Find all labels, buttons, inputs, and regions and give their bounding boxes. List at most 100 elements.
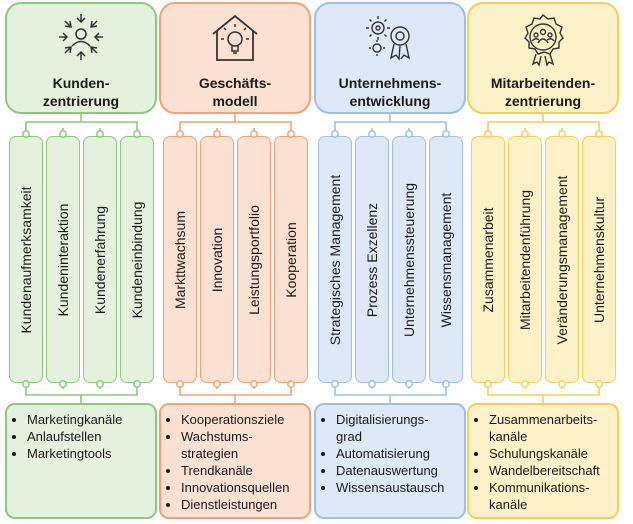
details-item-text: Digitalisierungs- grad (336, 412, 429, 444)
connector-node (22, 130, 30, 138)
connector-node (22, 380, 30, 388)
connector-node (368, 380, 376, 388)
pillar-mitarbeiter-3: Unternehmenskultur (582, 136, 616, 383)
header-title: Kunden- zentrierung (42, 75, 120, 109)
gears-award-icon (361, 12, 419, 73)
header-mitarbeiter: Mitarbeitenden- zentrierung (467, 2, 619, 114)
connector-node (442, 130, 450, 138)
details-item: Dienstleistungen (181, 496, 305, 513)
connector-node (250, 130, 258, 138)
connector-node (176, 130, 184, 138)
connector-node (176, 380, 184, 388)
bottom-connector (25, 389, 138, 403)
details-mitarbeiter: Zusammenarbeits- kanäleSchulungskanäleWa… (467, 403, 619, 519)
details-item-text: Schulungskanäle (489, 446, 589, 461)
connector-node (213, 380, 221, 388)
details-item-text: Innovationsquellen (181, 480, 290, 495)
details-item: Trendkanäle (181, 462, 305, 479)
details-item-text: Marketingkanäle (27, 412, 123, 427)
pillar-kunden-1: Kundeninteraktion (46, 136, 80, 383)
connector-node (405, 130, 413, 138)
details-kunden: MarketingkanäleAnlaufstellenMarketingtoo… (5, 403, 157, 519)
pillar-mitarbeiter-1: Mitarbeitendenführung (508, 136, 542, 383)
pillar-unternehmen-3: Wissensmanagement (429, 136, 463, 383)
details-list: MarketingkanäleAnlaufstellenMarketingtoo… (7, 405, 155, 462)
details-geschaeft: KooperationszieleWachstums- strategienTr… (159, 403, 311, 519)
details-item: Digitalisierungs- grad (336, 411, 460, 445)
connector-node (59, 380, 67, 388)
connector-node (331, 130, 339, 138)
header-title: Mitarbeitenden- zentrierung (490, 75, 596, 109)
connector-node (521, 130, 529, 138)
details-item: Wissensaustausch (336, 479, 460, 496)
pillar-unternehmen-1: Prozess Exzellenz (355, 136, 389, 383)
pillar-geschaeft-1: Innovation (200, 136, 234, 383)
connector-node (287, 130, 295, 138)
connector-node (250, 380, 258, 388)
bottom-connector (334, 389, 447, 403)
connector-node (96, 130, 104, 138)
connector-node (368, 130, 376, 138)
pillar-geschaeft-0: Markttwachsum (163, 136, 197, 383)
details-item-text: Datenauswertung (336, 463, 438, 478)
details-item: Wandelbereitschaft (489, 462, 613, 479)
details-item-text: Automatisierung (336, 446, 430, 461)
connector-node (287, 380, 295, 388)
details-item-text: Wandelbereitschaft (489, 463, 600, 478)
details-item: Datenauswertung (336, 462, 460, 479)
lightbulb-house-icon (206, 12, 264, 73)
pillar-mitarbeiter-2: Veränderungsmanagement (545, 136, 579, 383)
details-item-text: Wissensaustausch (336, 480, 445, 495)
details-item-text: Kommunikations- kanäle (489, 480, 590, 512)
details-item: Wachstums- strategien (181, 428, 305, 462)
details-item: Automatisierung (336, 445, 460, 462)
details-item: Kommunikations- kanäle (489, 479, 613, 513)
connector-node (442, 380, 450, 388)
connector-node (59, 130, 67, 138)
details-item-text: Anlaufstellen (27, 429, 102, 444)
details-item: Marketingtools (27, 445, 151, 462)
connector-node (484, 130, 492, 138)
connector-node (133, 130, 141, 138)
details-item: Zusammenarbeits- kanäle (489, 411, 613, 445)
details-item: Marketingkanäle (27, 411, 151, 428)
header-unternehmen: Unternehmens- entwicklung (314, 2, 466, 114)
details-item-text: Marketingtools (27, 446, 112, 461)
details-item: Schulungskanäle (489, 445, 613, 462)
connector-node (558, 130, 566, 138)
header-kunden: Kunden- zentrierung (5, 2, 157, 114)
pillar-mitarbeiter-0: Zusammenarbeit (471, 136, 505, 383)
connector-node (484, 380, 492, 388)
header-connector (487, 114, 600, 128)
connector-node (133, 380, 141, 388)
connector-node (331, 380, 339, 388)
lightbulb-house-icon (212, 14, 258, 61)
pillar-kunden-0: Kundenaufmerksamkeit (9, 136, 43, 383)
header-geschaeft: Geschäfts- modell (159, 2, 311, 114)
details-list: Zusammenarbeits- kanäleSchulungskanäleWa… (469, 405, 617, 513)
header-connector (25, 114, 138, 128)
details-item: Anlaufstellen (27, 428, 151, 445)
pillar-geschaeft-2: Leistungsportfolio (237, 136, 271, 383)
customer-centric-icon (52, 12, 110, 73)
team-badge-icon (524, 14, 564, 67)
connector-node (96, 380, 104, 388)
details-item-text: Trendkanäle (181, 463, 253, 478)
details-item-text: Zusammenarbeits- kanäle (489, 412, 598, 444)
connector-node (405, 380, 413, 388)
details-item-text: Kooperationsziele (181, 412, 285, 427)
header-title: Geschäfts- modell (198, 75, 272, 109)
connector-node (595, 380, 603, 388)
header-connector (334, 114, 447, 128)
customer-centric-icon (59, 14, 103, 60)
team-badge-icon (514, 12, 572, 73)
connector-node (558, 380, 566, 388)
connector-node (521, 380, 529, 388)
pillar-kunden-3: Kundeneinbindung (120, 136, 154, 383)
connector-node (213, 130, 221, 138)
pillar-geschaeft-3: Kooperation (274, 136, 308, 383)
bottom-connector (487, 389, 600, 403)
details-item: Kooperationsziele (181, 411, 305, 428)
